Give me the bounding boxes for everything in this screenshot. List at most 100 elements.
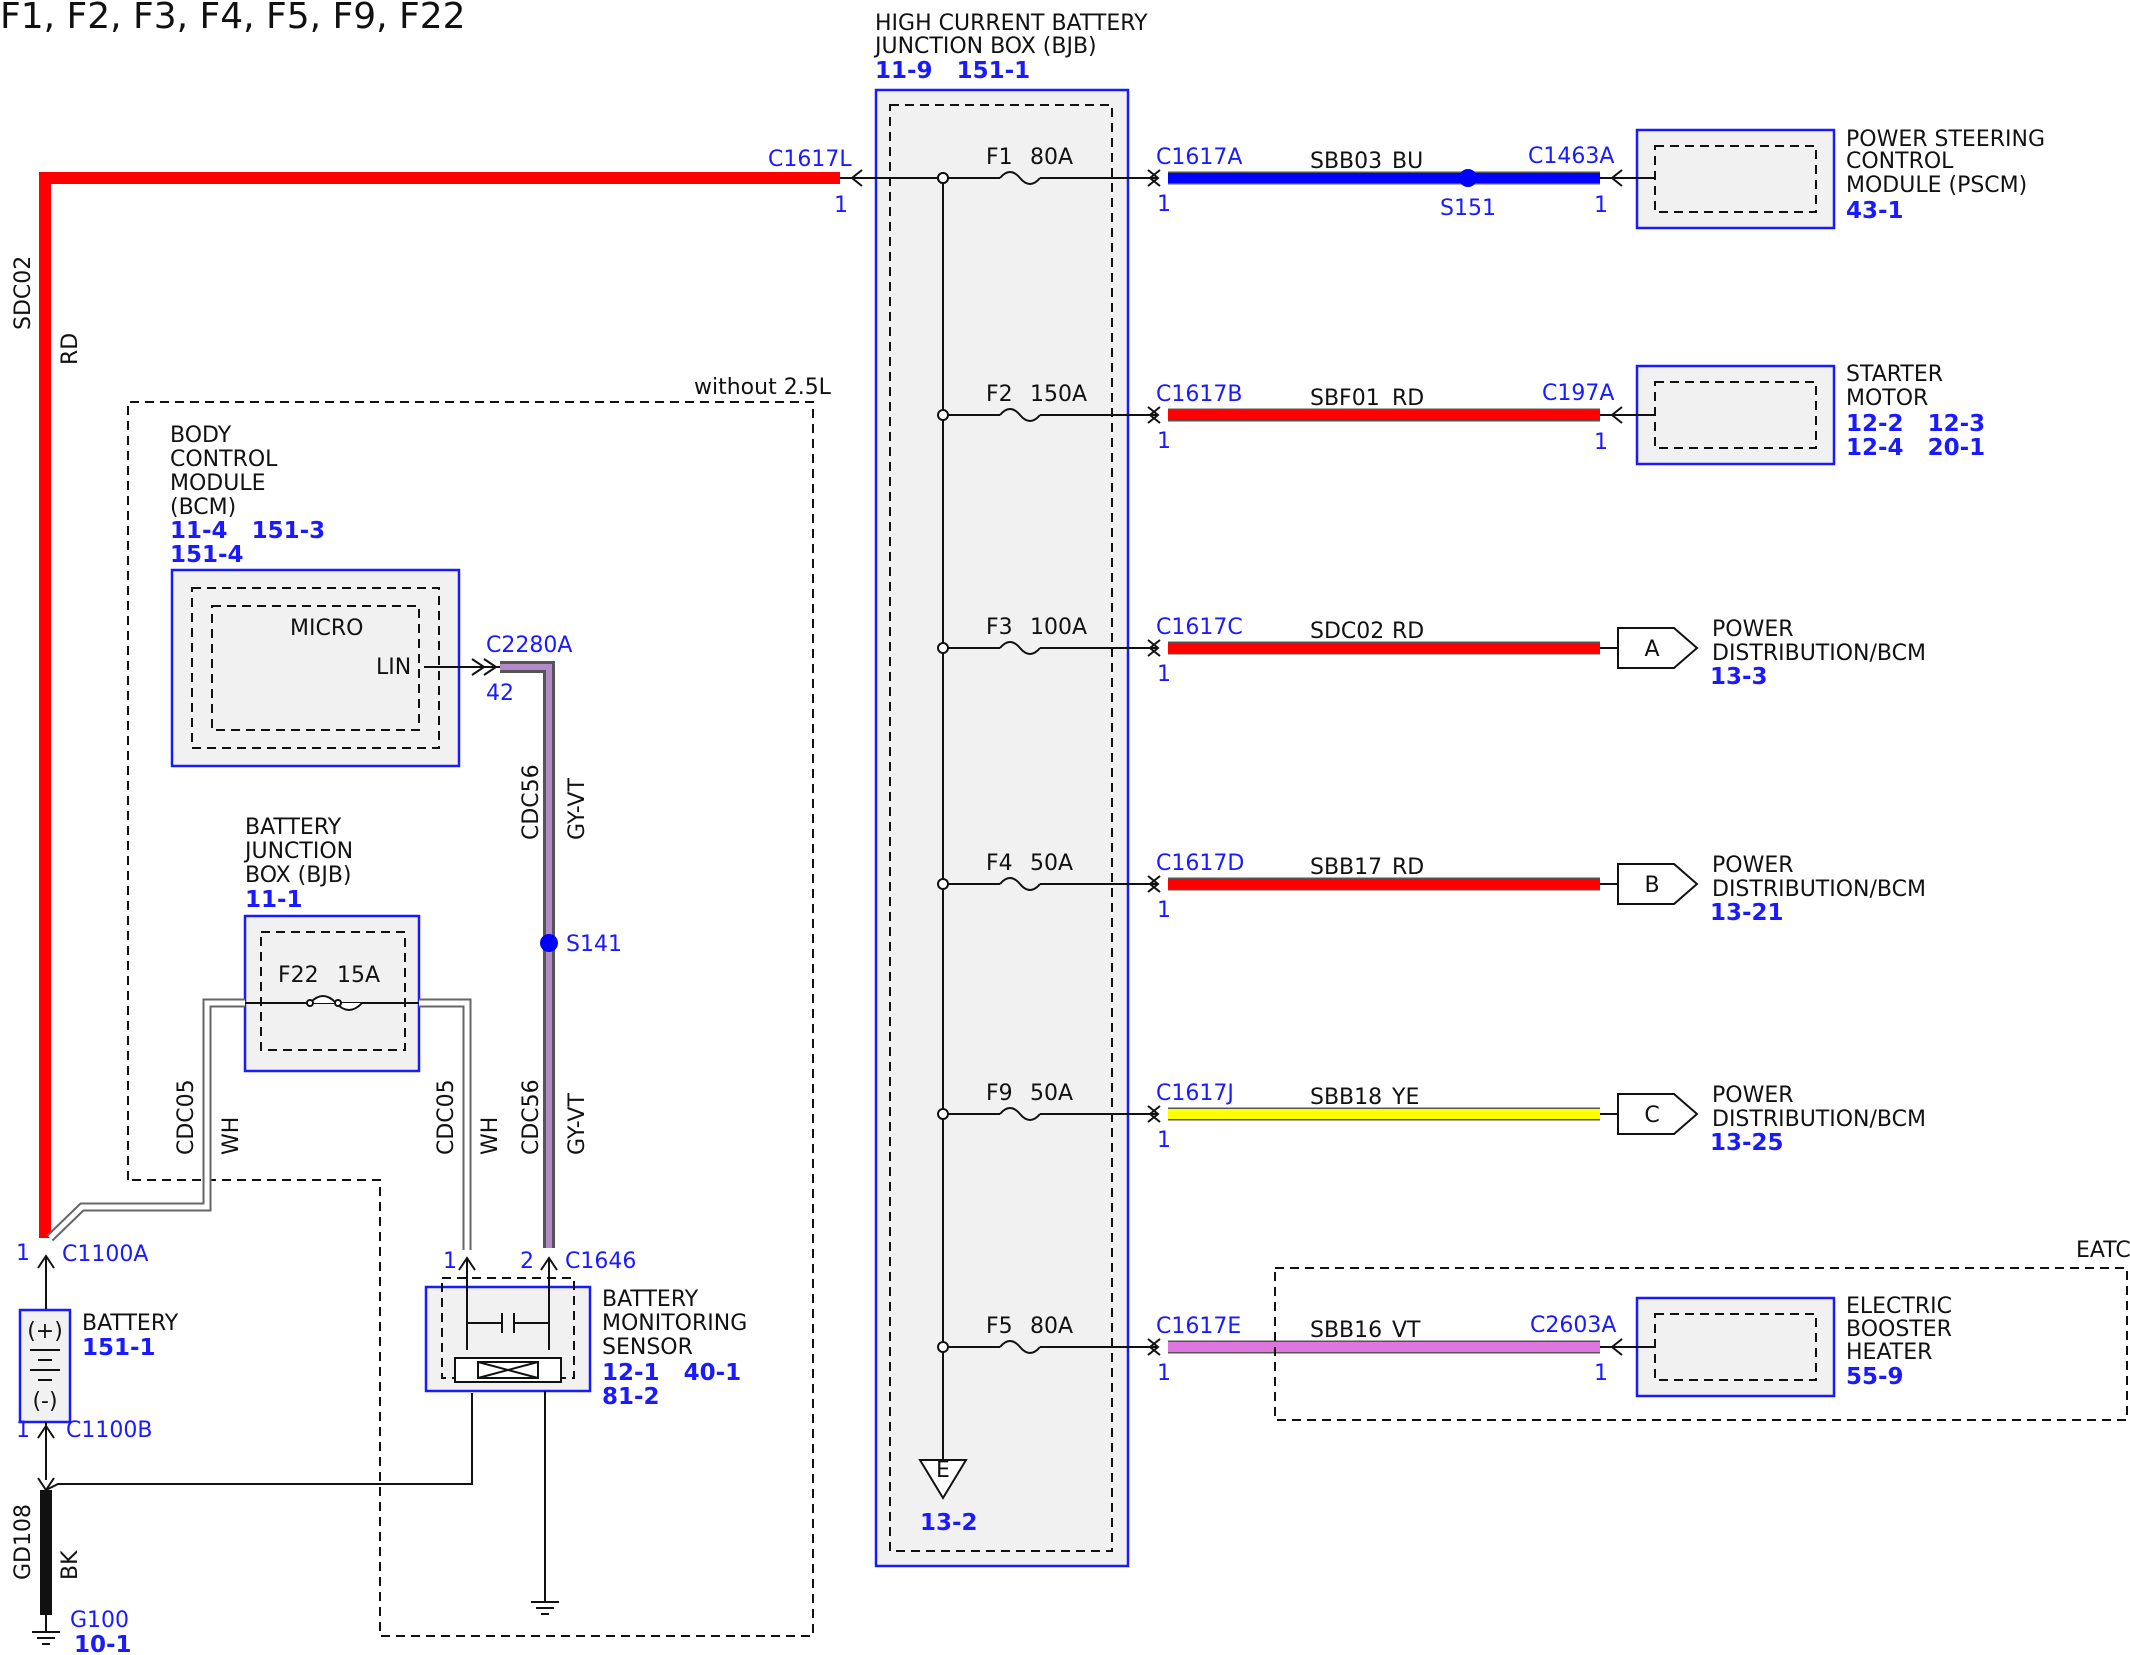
bms-ref2: 81-2 [602,1384,660,1410]
wire-color-label: BU [1392,149,1423,174]
fuse-icon [999,877,1041,891]
wire-gd108-label: GD108 [11,1504,36,1580]
bcm-ref2: 151-4 [170,542,244,568]
fuse-pin: 1 [1157,429,1171,454]
input-circuit: C1617L 1 SDC02 RD [11,147,949,1238]
high-current-bjb: HIGH CURRENT BATTERY JUNCTION BOX (BJB) … [873,11,1148,1568]
fuse-label: F9 [986,1081,1013,1106]
wire-color-label: YE [1391,1085,1419,1110]
ground-name: G100 [70,1608,129,1633]
bjb-name-line1: BATTERY [245,815,342,840]
fuse-icon [999,408,1041,422]
starter-motor: C197A 1 STARTER MOTOR 12-2 12-3 12-4 20-… [1542,362,1985,466]
fuse-label: F1 [986,145,1013,170]
fuse-connector: C1617C [1156,615,1243,640]
bcm-lin-label: LIN [376,655,411,680]
off-page-connector-icon [1617,627,1699,669]
splice-s151-label: S151 [1440,196,1496,221]
starter-name-line1: STARTER [1846,362,1943,387]
ground-ref: 10-1 [74,1632,132,1655]
eatc-ref: 55-9 [1846,1364,1904,1390]
fuse-amps: 80A [1030,145,1073,170]
hcbjb-name-line1: HIGH CURRENT BATTERY [875,11,1148,36]
power-distribution-refs: APOWERDISTRIBUTION/BCM13-3BPOWERDISTRIBU… [1600,617,1926,1156]
wire-circuit-label: SBB03 [1310,149,1382,174]
without-region: without 2.5L [127,375,832,1637]
bcm-connector: C2280A [486,633,572,658]
ground-triangle-icon [918,1459,968,1500]
bcm-module: BODY CONTROL MODULE (BCM) 11-4 151-3 151… [170,423,572,768]
bcm-micro-label: MICRO [290,616,363,641]
bms-name-line3: SENSOR [602,1335,693,1360]
pscm-name-line1: POWER STEERING [1846,127,2045,152]
starter-ref1: 12-2 12-3 [1846,411,1985,437]
wire-bk-label: BK [58,1550,83,1580]
battery-pin-bottom: 1 [16,1418,30,1443]
pd-ref: 13-25 [1710,1130,1784,1156]
wire-cdc56-label-1: CDC56 [519,764,544,840]
bjb-fuse-label: F22 [278,963,319,988]
fuse-connector: C1617E [1156,1314,1241,1339]
bcm-name-line2: CONTROL [170,447,278,472]
eatc-name-line3: HEATER [1846,1340,1932,1365]
pd-name-line2: DISTRIBUTION/BCM [1712,641,1926,666]
battery-connector-bottom: C1100B [66,1418,152,1443]
fuse-label: F4 [986,851,1013,876]
eatc-name-line2: BOOSTER [1846,1317,1952,1342]
wire-circuit-label: SDC02 [1310,619,1384,644]
wire-color-label: RD [1392,386,1424,411]
bms-ref1: 12-1 40-1 [602,1360,741,1386]
starter-connector: C197A [1542,381,1614,406]
starter-ref2: 12-4 20-1 [1846,435,1985,461]
bms-name-line1: BATTERY [602,1287,699,1312]
pscm-pin: 1 [1594,193,1608,218]
splice-s141-dot [540,934,558,952]
pd-name-line2: DISTRIBUTION/BCM [1712,877,1926,902]
battery-connector-top: C1100A [62,1242,148,1267]
fuse-pin: 1 [1157,898,1171,923]
input-circuit-label: SDC02 [11,256,36,330]
eatc-region: EATC C2603A 1 ELECTRIC BOOSTER HEATER 55… [1274,1238,2130,1421]
lin-wire: S141 CDC56 GY-VT CDC56 GY-VT [500,661,622,1248]
page-title: F1, F2, F3, F4, F5, F9, F22 [0,0,466,37]
wire-wh-label-1: WH [219,1117,244,1155]
bjb-ref: 11-1 [245,887,303,913]
wire-color-label: VT [1392,1318,1421,1343]
pscm-ref: 43-1 [1846,198,1904,224]
battery-ref: 151-1 [82,1335,156,1361]
eatc-label: EATC [2076,1238,2130,1263]
hcbjb-name-line2: JUNCTION BOX (BJB) [873,34,1097,59]
fuse-connector: C1617D [1156,851,1244,876]
fuse-pin: 1 [1157,192,1171,217]
pd-name-line2: DISTRIBUTION/BCM [1712,1107,1926,1132]
hcbjb-ground-symbol: E [936,1458,950,1483]
fuse-icon [999,1107,1041,1121]
pd-letter: A [1644,637,1659,662]
wire-color-label: RD [1392,855,1424,880]
fuse-icon [999,641,1041,655]
fuse-label: F2 [986,382,1013,407]
pd-name-line1: POWER [1712,617,1794,642]
pscm-module: C1463A 1 POWER STEERING CONTROL MODULE (… [1528,127,2045,230]
wire-gyvt-label-1: GY-VT [565,778,590,840]
bjb-box: BATTERY JUNCTION BOX (BJB) 11-1 F22 15A [243,815,421,1073]
eatc-name-line1: ELECTRIC [1846,1294,1952,1319]
fuse-connector: C1617A [1156,145,1242,170]
pd-name-line1: POWER [1712,853,1794,878]
bms-ground-icon [531,1601,559,1615]
starter-name-line2: MOTOR [1846,386,1928,411]
bcm-pin: 42 [486,681,514,706]
pd-ref: 13-3 [1710,664,1768,690]
hcbjb-refs: 11-9 151-1 [875,58,1030,84]
wire-cdc56-label-2: CDC56 [519,1079,544,1155]
battery-label: BATTERY [82,1311,179,1336]
wire-gyvt-label-2: GY-VT [565,1093,590,1155]
